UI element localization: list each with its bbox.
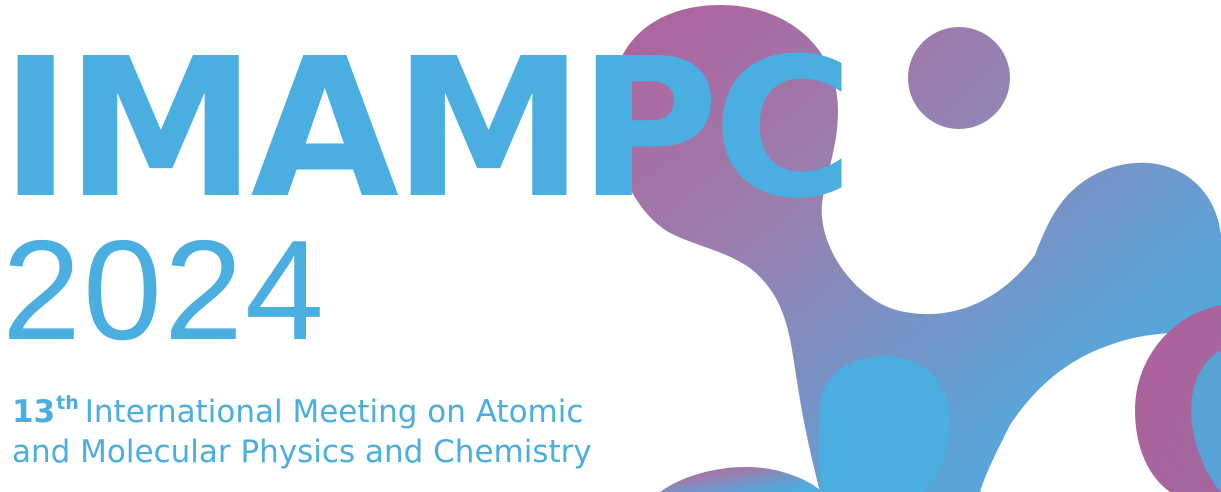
molecule-small-atom [908, 27, 1010, 129]
molecule-main-body [612, 5, 1221, 492]
molecule-right-atom-highlight [1191, 350, 1221, 492]
conference-year: 2024 [2, 211, 326, 370]
subtitle-line-1-text: International Meeting on Atomic [84, 394, 584, 430]
conference-acronym: IMAMPC [0, 18, 854, 241]
molecule-blue-lobe [818, 356, 950, 492]
molecule-lower-lobe [660, 466, 822, 492]
edition-number: 13 [12, 394, 56, 430]
subtitle-line-2: and Molecular Physics and Chemistry [12, 434, 592, 470]
edition-ordinal-suffix: th [56, 392, 79, 414]
